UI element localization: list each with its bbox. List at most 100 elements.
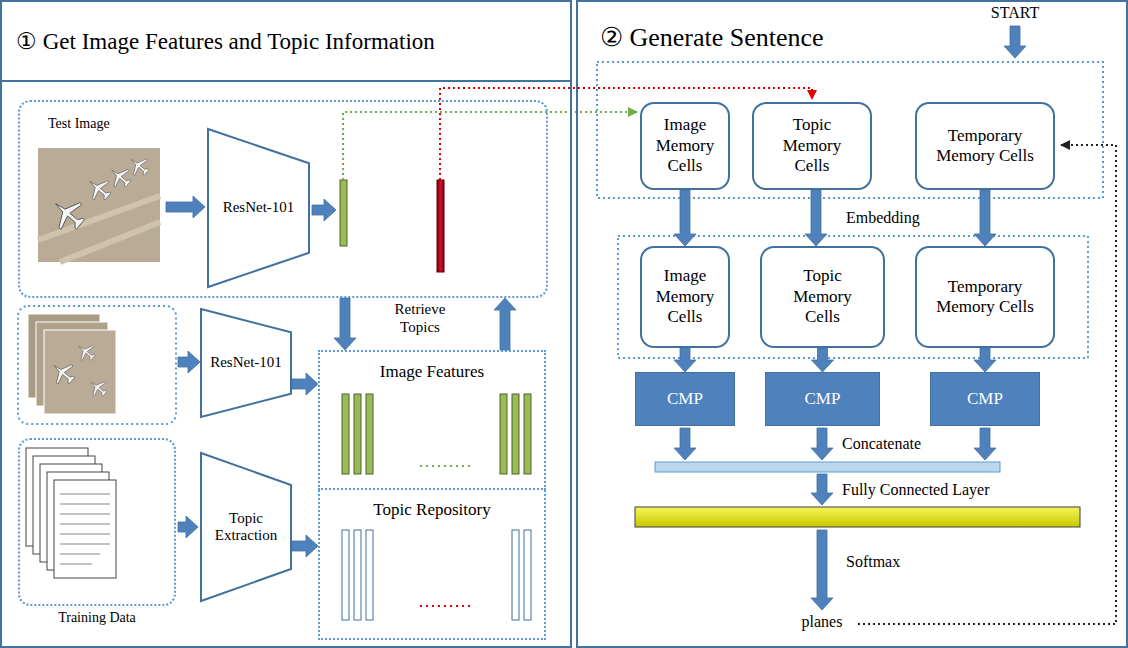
label-slot: Fully Connected Layer xyxy=(842,480,990,499)
block-arrow xyxy=(178,516,198,538)
plane-icon xyxy=(125,152,153,180)
document-icon xyxy=(54,480,116,578)
block-label: ResNet-101 xyxy=(208,354,284,371)
cmp-label: CMP xyxy=(774,389,871,409)
topic-repository: Topic Repository xyxy=(318,490,546,640)
group-label: Test Image xyxy=(48,116,110,132)
cmp-label: CMP xyxy=(644,389,726,409)
memory-cell-box: Image Memory Cells xyxy=(640,246,730,348)
section-label: Topic Repository xyxy=(326,500,538,520)
label-slot: Retrieve Topics xyxy=(380,300,460,336)
step-label: Retrieve Topics xyxy=(380,300,460,336)
topic-bar xyxy=(342,530,349,620)
topic-bar xyxy=(366,530,373,620)
memory-group xyxy=(597,62,1103,198)
label-slot: Concatenate xyxy=(842,434,921,453)
block-arrow xyxy=(292,373,318,395)
training-image-group xyxy=(18,306,176,424)
block-arrow xyxy=(974,190,996,246)
label-slot: Softmax xyxy=(846,552,900,571)
cell-label: Temporary Memory Cells xyxy=(929,277,1041,318)
panel-title: ① Get Image Features and Topic Informati… xyxy=(2,2,570,82)
feature-bar xyxy=(354,394,361,474)
plane-icon xyxy=(85,375,110,400)
image-feature-vector xyxy=(340,180,347,246)
block-label: Topic Extraction xyxy=(208,510,284,545)
feature-bar xyxy=(342,394,349,474)
trapezoid-shape xyxy=(208,129,309,287)
cell-label: Topic Memory Cells xyxy=(766,115,858,176)
block-arrow xyxy=(674,348,696,372)
plane-icon xyxy=(105,162,135,192)
training-text-group: Training Data xyxy=(18,438,176,606)
ellipsis-dots xyxy=(420,465,472,467)
block-arrow xyxy=(974,428,996,460)
plane-icon xyxy=(83,173,116,206)
group-label: Training Data xyxy=(20,610,174,626)
document-lines xyxy=(60,494,110,564)
ellipsis-dots xyxy=(420,605,472,607)
aerial-photo xyxy=(44,330,116,414)
block-arrow xyxy=(674,428,696,460)
block-arrow xyxy=(166,196,205,218)
memory-cell-box: Topic Memory Cells xyxy=(752,102,872,190)
memory-cell-box: Temporary Memory Cells xyxy=(915,102,1055,190)
feature-store: Image Features xyxy=(318,350,546,490)
cell-label: Image Memory Cells xyxy=(654,115,716,176)
concat-bar xyxy=(655,462,1000,472)
block-arrow xyxy=(812,348,834,372)
test-image-group: Test ImageResNet-101 xyxy=(18,100,548,298)
cmp-block: CMP xyxy=(930,372,1040,426)
memory-group xyxy=(618,236,1088,358)
cnn-trapezoid: ResNet-101 xyxy=(207,128,310,288)
plane-icon xyxy=(45,191,91,237)
memory-cell-box: Image Memory Cells xyxy=(640,102,730,190)
image-feed-line xyxy=(343,112,637,180)
stage-panel: ② Generate SentenceImage Memory CellsTop… xyxy=(576,0,1128,648)
step-label: START xyxy=(985,3,1045,22)
block-arrow xyxy=(974,348,996,372)
cell-label: Topic Memory Cells xyxy=(774,266,871,327)
feature-bar xyxy=(366,394,373,474)
label-slot: planes xyxy=(772,612,872,631)
label-slot: START xyxy=(985,3,1045,22)
block-arrow xyxy=(811,530,833,610)
section-label: Image Features xyxy=(326,362,538,382)
trapezoid-shape xyxy=(201,453,291,601)
block-arrow xyxy=(494,298,516,350)
step-label: Fully Connected Layer xyxy=(842,480,990,499)
cmp-block: CMP xyxy=(765,372,880,426)
block-arrow xyxy=(292,535,318,557)
cnn-trapezoid: ResNet-101 xyxy=(200,308,292,418)
block-label: ResNet-101 xyxy=(215,199,302,216)
topic-bar xyxy=(524,530,531,620)
cmp-block: CMP xyxy=(635,372,735,426)
step-label: Concatenate xyxy=(842,434,921,453)
step-label: Softmax xyxy=(846,552,900,571)
plane-icon xyxy=(47,357,80,390)
fc-layer-bar xyxy=(635,507,1080,527)
aerial-photo xyxy=(38,148,160,262)
panel-title: ② Generate Sentence xyxy=(600,22,824,53)
feature-bar xyxy=(524,394,531,474)
block-arrow xyxy=(178,351,200,373)
topic-bar xyxy=(354,530,361,620)
step-label: Embedding xyxy=(846,208,920,227)
block-arrow xyxy=(805,190,827,246)
cell-label: Temporary Memory Cells xyxy=(929,126,1041,167)
cell-label: Image Memory Cells xyxy=(654,266,716,327)
memory-cell-box: Temporary Memory Cells xyxy=(915,246,1055,348)
topic-extraction-trapezoid: Topic Extraction xyxy=(200,452,292,602)
feature-bar xyxy=(512,394,519,474)
label-slot: Embedding xyxy=(846,208,920,227)
block-arrow xyxy=(312,199,336,221)
memory-cell-box: Topic Memory Cells xyxy=(760,246,885,348)
feature-bar xyxy=(500,394,507,474)
block-arrow xyxy=(1004,26,1026,58)
topic-bar xyxy=(512,530,519,620)
block-arrow xyxy=(811,474,833,505)
topic-vector xyxy=(437,180,444,272)
block-arrow xyxy=(811,428,833,460)
stage-panel: ① Get Image Features and Topic Informati… xyxy=(0,0,572,648)
